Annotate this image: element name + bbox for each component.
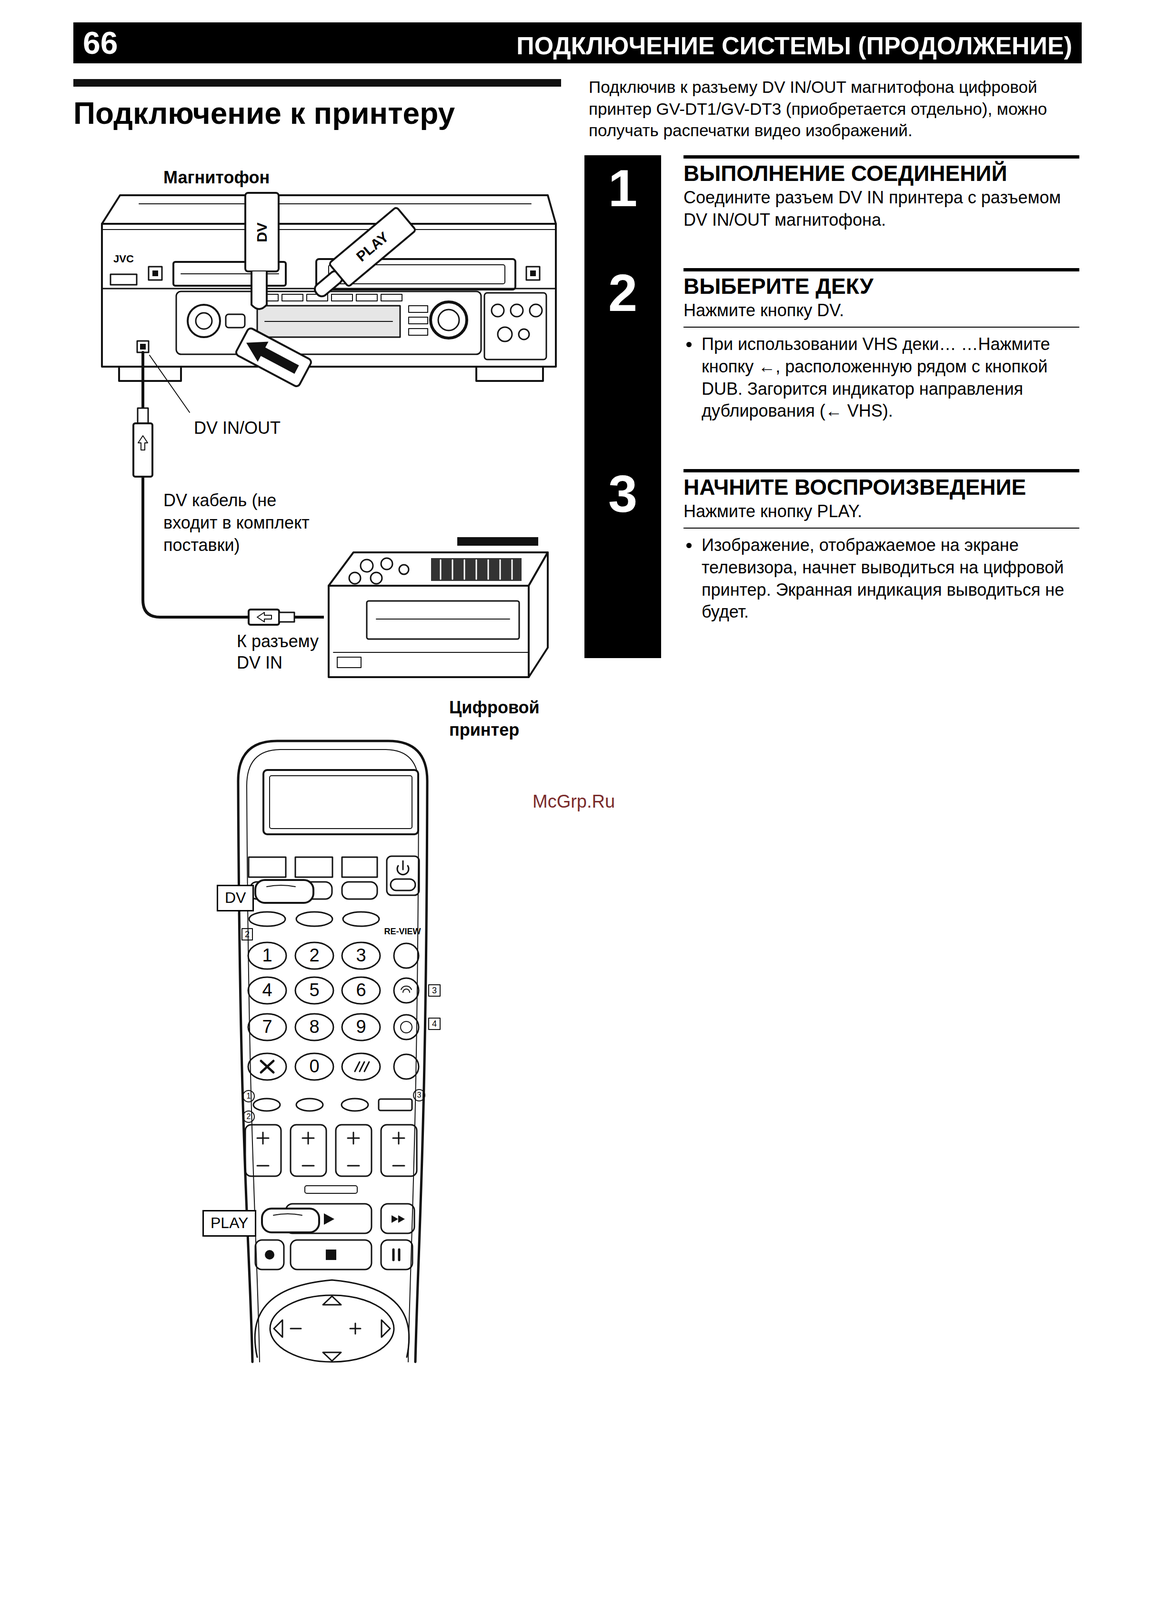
step-number: 2 xyxy=(584,266,662,320)
bullet-dot xyxy=(686,542,692,549)
bullet-text: При использовании VHS деки… …Нажмите кно… xyxy=(701,333,1080,423)
callout-number: 1 xyxy=(246,1091,252,1102)
step-heading: ВЫБЕРИТЕ ДЕКУ xyxy=(683,273,1080,300)
divider-rule xyxy=(683,527,1080,529)
brand-logo: JVC xyxy=(113,252,134,266)
connector-label: DV IN/OUT xyxy=(193,417,281,439)
button-number: 9 xyxy=(355,1015,366,1039)
button-number: 6 xyxy=(355,979,366,1003)
button-number: 7 xyxy=(261,1015,272,1039)
vcr-drawing xyxy=(101,192,556,413)
vcr-figure: Магнитофон xyxy=(95,161,563,386)
step-number: 1 xyxy=(584,161,662,215)
step-block: ВЫБЕРИТЕ ДЕКУНажмите кнопку DV. При испол… xyxy=(683,268,1080,423)
callout-number: 4 xyxy=(432,1018,437,1030)
header-band: 66 ПОДКЛЮЧЕНИЕ СИСТЕМЫ (ПРОДОЛЖЕНИЕ) xyxy=(73,22,1082,64)
watermark: McGrp.Ru xyxy=(532,790,615,814)
step-heading: ВЫПОЛНЕНИЕ СОЕДИНЕНИЙ xyxy=(683,160,1080,187)
step-text: Соедините разъем DV IN принтера с разъем… xyxy=(683,186,1080,232)
step-block: ВЫПОЛНЕНИЕ СОЕДИНЕНИЙСоедините разъем DV… xyxy=(683,155,1080,232)
button-label: RE-VIEW xyxy=(383,926,421,938)
step-text: Нажмите кнопку DV. xyxy=(683,299,1080,322)
section-heading: ПОДКЛЮЧЕНИЕ СИСТЕМЫ (ПРОДОЛЖЕНИЕ) xyxy=(516,30,1073,63)
button-number: 3 xyxy=(355,944,366,968)
bullet-item: При использовании VHS деки… …Нажмите кно… xyxy=(683,333,1080,423)
bullet-text: Изображение, отображаемое на экране теле… xyxy=(701,534,1080,624)
figure-label: Цифровой принтер xyxy=(449,696,554,742)
printer-figure: Цифровой принтер xyxy=(323,528,558,734)
callout-text: DV xyxy=(224,888,246,909)
intro-text: Подключив к разъему DV IN/OUT магнитофон… xyxy=(588,76,1085,142)
button-callout: DV xyxy=(252,222,272,243)
callout-box: PLAY xyxy=(202,1210,257,1237)
step-number: 3 xyxy=(584,467,662,521)
button-number: 4 xyxy=(261,979,272,1003)
page-title: Подключение к принтеру xyxy=(73,95,455,132)
edge-label: DV кабель (не входит в комплект поставки… xyxy=(163,489,326,557)
button-number: 1 xyxy=(261,944,272,968)
callout-box: DV xyxy=(216,884,254,912)
bullet-dot xyxy=(686,341,692,348)
step-block: НАЧНИТЕ ВОСПРОИЗВЕДЕНИЕНажмите кнопку PL… xyxy=(683,469,1080,624)
bullet-item: Изображение, отображаемое на экране теле… xyxy=(683,534,1080,624)
printer-drawing xyxy=(328,537,548,678)
figure-label: Магнитофон xyxy=(163,166,270,190)
divider-rule xyxy=(683,326,1080,328)
page-number: 66 xyxy=(82,27,118,59)
callout-number: 3 xyxy=(432,985,437,997)
step-band: 1 2 3 xyxy=(584,155,662,659)
callout-number: 2 xyxy=(246,1112,252,1122)
callout-text: PLAY xyxy=(210,1213,249,1234)
button-number: 5 xyxy=(309,979,320,1003)
callout-number: 3 xyxy=(417,1090,422,1101)
remote-drawing xyxy=(238,741,441,1363)
callout-number: 2 xyxy=(244,929,250,941)
button-number: 8 xyxy=(309,1015,320,1039)
step-text: Нажмите кнопку PLAY. xyxy=(683,500,1080,523)
step-heading: НАЧНИТЕ ВОСПРОИЗВЕДЕНИЕ xyxy=(683,474,1080,501)
button-number: 0 xyxy=(309,1055,320,1079)
connector-label: К разъему DV IN xyxy=(236,630,328,674)
button-number: 2 xyxy=(309,944,320,968)
